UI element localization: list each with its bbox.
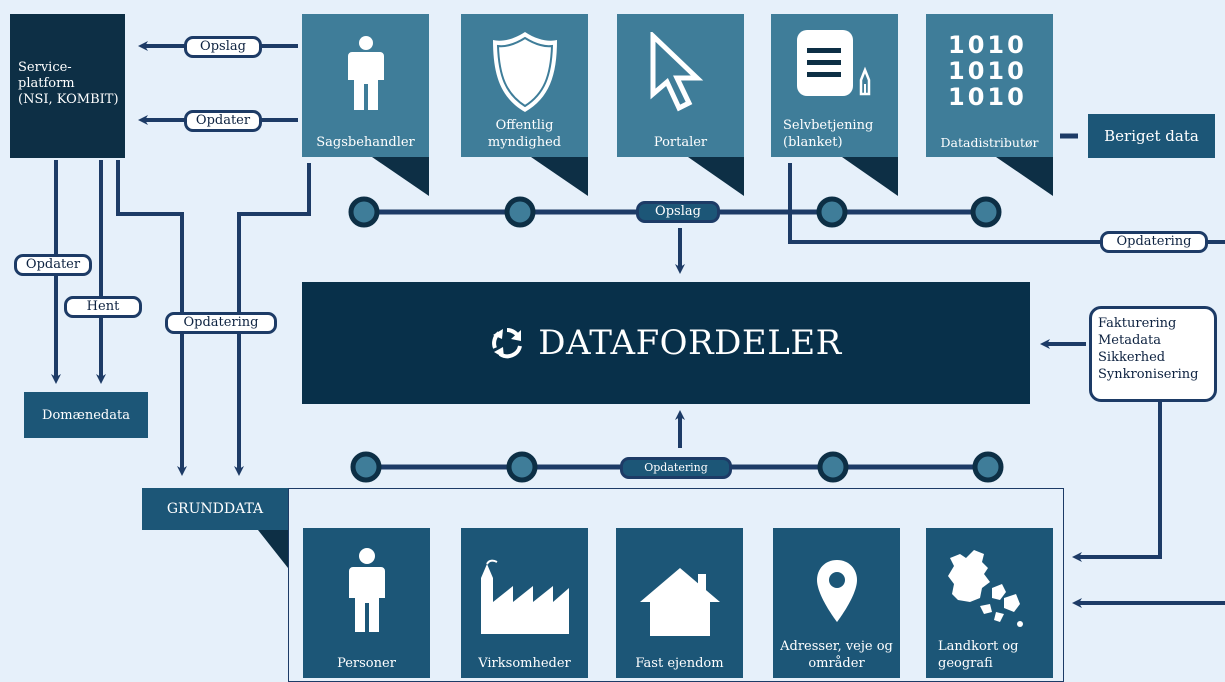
grunddata-label: GRUNDDATA [166,501,264,517]
service-item: Synkronisering [1098,367,1199,382]
service-item: Fakturering [1098,316,1177,331]
binary-icon: 1010 1010 1010 [948,32,1027,110]
pill-opslag: Opslag [184,36,262,58]
domain-data-label: Domænedata [42,407,130,423]
binary-row: 1010 [948,31,1027,59]
datafordeler-title: DATAFORDELER [538,323,842,363]
service-item: Sikkerhed [1098,350,1166,365]
tile-virksomheder: Virksomheder [461,528,588,678]
tile-label: Selvbetjening (blanket) [783,118,874,150]
bus-node [348,196,380,228]
tile-adresser: Adresser, veje og områder [773,528,900,678]
binary-row: 1010 [948,83,1027,111]
domain-data-box: Domænedata [24,392,148,438]
shield-icon [493,32,557,112]
services-box: Fakturering Metadata Sikkerhed Synkronis… [1089,306,1217,402]
pill-opdater-left: Opdater [14,254,92,276]
arrow-services-to-grunddata [1072,400,1162,562]
denmark-map-icon [948,550,1023,627]
pill-opdatering-bus: Opdatering [620,457,732,479]
service-platform-line: platform [18,76,75,91]
binary-row: 1010 [948,57,1027,85]
sync-icon [492,328,523,359]
bus-node [350,451,382,483]
tile-label: Sagsbehandler [316,135,415,150]
bus-node [817,451,849,483]
tile-fast-ejendom: Fast ejendom [616,528,743,678]
tile-sagsbehandler: Sagsbehandler [302,14,429,157]
bus-node [504,196,536,228]
tile-label: Datadistributør [940,135,1039,150]
service-platform-box: Service- platform (NSI, KOMBIT) [10,14,125,158]
tile-datadistributor: 1010 1010 1010 Datadistributør [926,14,1053,157]
service-item: Metadata [1098,333,1162,348]
pill-opdatering-left: Opdatering [165,312,277,334]
arrow-platform-to-grunddata [116,160,187,476]
bus-node [972,451,1004,483]
grunddata-label-box: GRUNDDATA [142,488,288,530]
bus-node [506,451,538,483]
pill-hent: Hent [64,296,142,318]
tile-personer: Personer [303,528,430,678]
service-platform-line: (NSI, KOMBIT) [18,92,119,107]
pill-opdatering-right: Opdatering [1100,231,1208,253]
tile-label: Portaler [653,135,708,150]
person-icon [349,548,385,632]
cursor-icon [650,32,704,112]
line-selvbetjening-opdatering [788,163,1225,244]
tile-label: Fast ejendom [635,656,724,671]
arrow-sagsbehandler-to-grunddata [234,163,311,476]
beriget-data-box: Beriget data [1088,114,1215,158]
tile-label: Offentlig myndighed [487,118,562,150]
tile-portaler: Portaler [617,14,744,157]
pill-opslag-bus: Opslag [636,201,720,223]
tile-label: Personer [337,656,396,671]
bus-node [970,196,1002,228]
tile-landkort: Landkort og geografi [926,528,1053,678]
pill-opdater: Opdater [184,110,262,132]
datafordeler-box: DATAFORDELER [302,282,1030,404]
bus-node [816,196,848,228]
person-icon [348,36,384,110]
beriget-data-label: Beriget data [1104,127,1199,145]
tile-label: Virksomheder [478,656,571,671]
service-platform-line: Service- [18,60,72,75]
factory-icon [481,559,569,634]
house-icon [640,568,720,636]
form-icon [797,30,871,96]
tile-label: Adresser, veje og områder [780,639,893,671]
map-pin-icon [817,560,857,622]
tile-offentlig-myndighed: Offentlig myndighed [461,14,588,157]
tile-label: Landkort og geografi [938,639,1019,671]
tile-selvbetjening: Selvbetjening (blanket) [771,14,898,157]
